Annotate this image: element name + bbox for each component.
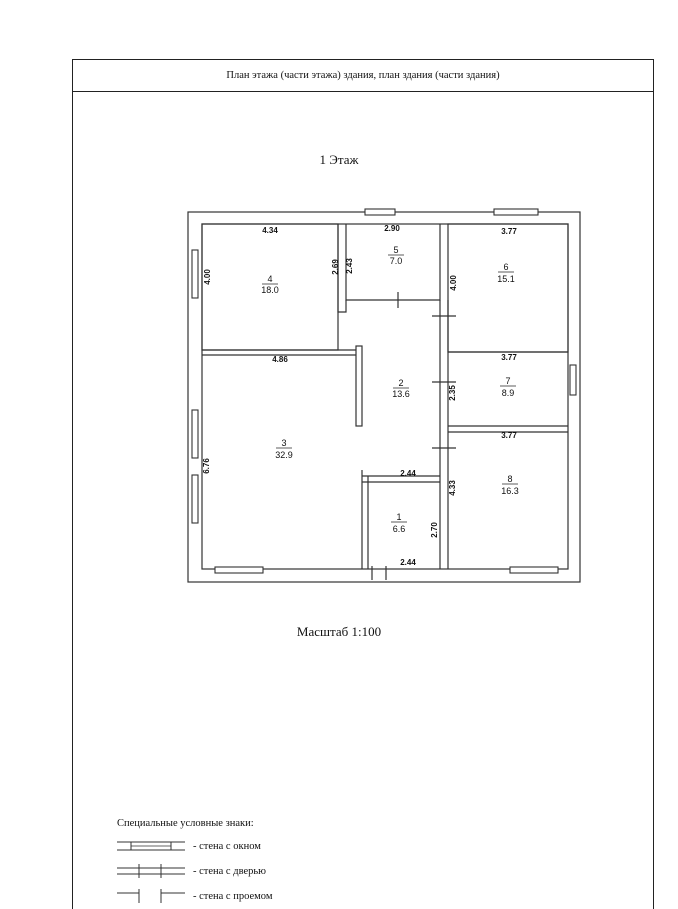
dim-room8-width: 3.77 <box>501 431 517 440</box>
room-number: 3 <box>281 438 286 448</box>
partition-wall <box>355 345 363 427</box>
dim-room3-height: 6.76 <box>202 458 211 474</box>
window-room3-bottom <box>214 566 264 574</box>
dim-room1-width-top: 2.44 <box>400 469 416 478</box>
room-number: 2 <box>398 378 403 388</box>
room-number: 6 <box>503 262 508 272</box>
dim-room8-height: 4.33 <box>448 480 457 496</box>
room-area: 7.0 <box>390 256 403 266</box>
room-area: 15.1 <box>497 274 515 284</box>
room-area: 32.9 <box>275 450 293 460</box>
room-label-2: 2 13.6 <box>392 378 410 399</box>
opening-symbol-icon <box>117 889 185 903</box>
room-4-right-wall <box>337 224 347 313</box>
dim-room3-width: 4.86 <box>272 355 288 364</box>
dim-room1-height: 2.70 <box>430 522 439 538</box>
sheet-title: План этажа (части этажа) здания, план зд… <box>226 70 500 81</box>
dim-room6-width: 3.77 <box>501 227 517 236</box>
window-room8-bottom <box>509 566 559 574</box>
legend-label: - стена с дверью <box>193 865 267 877</box>
window-room3-a <box>191 409 199 459</box>
dim-room5-width: 2.90 <box>384 224 400 233</box>
sheet-header: План этажа (части этажа) здания, план зд… <box>73 60 653 92</box>
inner-wall-outline <box>201 223 569 570</box>
dim-room4-width: 4.34 <box>262 226 278 235</box>
legend-title: Специальные условные знаки: <box>117 818 254 829</box>
window-room4 <box>191 249 199 299</box>
room-7-8-walls <box>448 351 568 433</box>
room-area: 18.0 <box>261 285 279 295</box>
room-number: 4 <box>267 274 272 284</box>
dim-room4-height: 4.00 <box>203 269 212 285</box>
legend-item-opening: - стена с проемом <box>117 888 272 904</box>
dim-room4-right: 2.69 <box>331 259 340 275</box>
legend-item-window: - стена с окном <box>117 838 261 854</box>
windows <box>191 208 577 574</box>
door-entrance <box>371 566 387 580</box>
floor-label: 1 Этаж <box>319 152 359 167</box>
room-label-5: 5 7.0 <box>388 245 404 266</box>
legend-label: - стена с окном <box>193 840 261 852</box>
dim-room6-height: 4.00 <box>449 275 458 291</box>
door-symbol-icon <box>117 864 185 878</box>
room-number: 7 <box>505 376 510 386</box>
room-area: 13.6 <box>392 389 410 399</box>
room-3-top-wall <box>202 349 356 356</box>
dim-room7-width: 3.77 <box>501 353 517 362</box>
dim-room2-height: 2.35 <box>448 385 457 401</box>
room-number: 5 <box>393 245 398 255</box>
room-label-7: 7 8.9 <box>500 376 516 398</box>
room-number: 1 <box>396 512 401 522</box>
window-room3-b <box>191 474 199 524</box>
window-room6 <box>493 208 539 216</box>
room-label-1: 1 6.6 <box>391 512 407 534</box>
room-area: 8.9 <box>502 388 515 398</box>
window-symbol-icon <box>117 841 185 851</box>
legend-label: - стена с проемом <box>193 890 273 902</box>
room-label-8: 8 16.3 <box>501 474 519 496</box>
window-room7 <box>569 364 577 396</box>
plan-sheet: План этажа (части этажа) здания, план зд… <box>72 59 654 909</box>
outer-wall-outline <box>187 211 581 583</box>
room-number: 8 <box>507 474 512 484</box>
room-5-outline <box>345 224 441 301</box>
room-1-walls <box>361 470 440 569</box>
room-label-3: 3 32.9 <box>275 438 293 460</box>
dim-room1-width-bottom: 2.44 <box>400 558 416 567</box>
legend-item-door: - стена с дверью <box>117 863 266 879</box>
scale-label: Масштаб 1:100 <box>296 624 382 639</box>
room-area: 16.3 <box>501 486 519 496</box>
dim-room5-height: 2.43 <box>345 258 354 274</box>
room-area: 6.6 <box>393 524 406 534</box>
room-label-6: 6 15.1 <box>497 262 515 284</box>
corridor-right-wall <box>439 300 449 569</box>
window-room5 <box>364 208 396 216</box>
room-6-outline <box>447 223 569 353</box>
room-label-4: 4 18.0 <box>261 274 279 295</box>
doors <box>371 292 456 580</box>
